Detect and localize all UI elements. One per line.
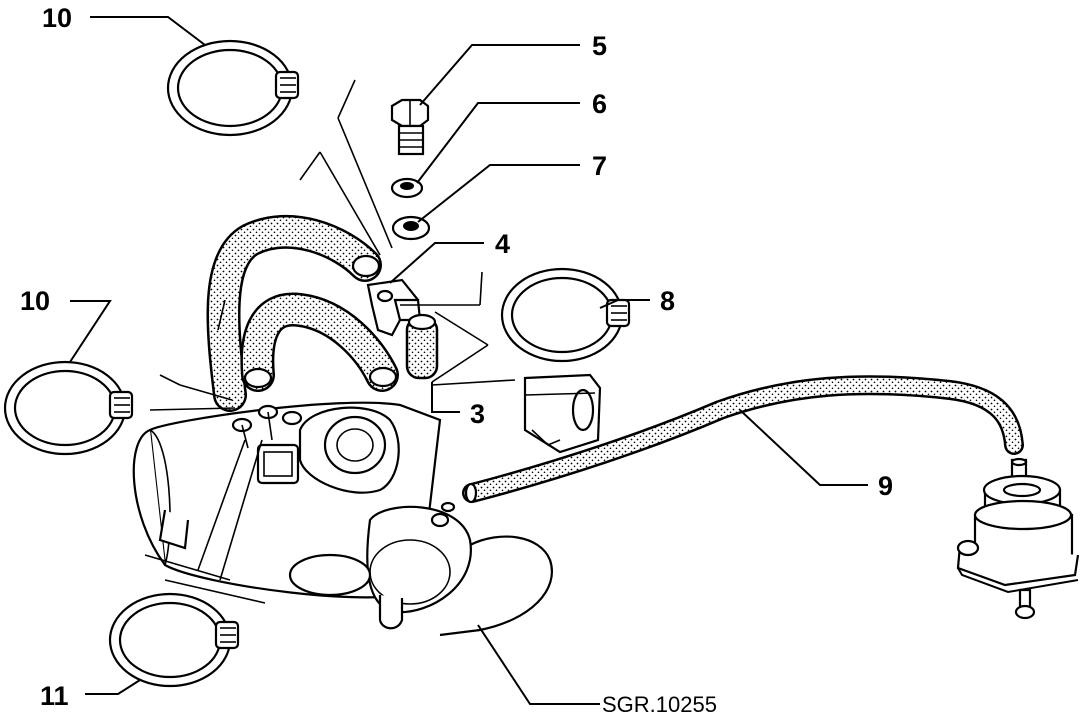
hose-middle-curved [240,292,399,392]
hose-long [462,375,1024,504]
washer-large [391,215,431,241]
callout-10-left: 10 [20,286,50,316]
callout-5: 5 [592,31,607,61]
hose-clamp-top [166,39,300,137]
callout-11: 11 [40,681,69,711]
pressure-regulator [956,457,1080,620]
callout-4: 4 [495,229,510,259]
callout-10-top: 10 [42,3,72,33]
drawing-code: SGR.10255 [602,692,717,714]
assembly-guide-lines [144,79,516,604]
hose-upper-curved [206,214,382,412]
throttle-body-assembly [132,373,602,637]
hose-clamp-left [3,360,134,456]
washer-small [390,177,424,199]
leader-lines [69,16,868,705]
callout-3: 3 [470,399,485,429]
hose-short [405,313,439,380]
hose-clamp-bottom [108,592,240,688]
callout-9: 9 [878,471,893,501]
callout-8: 8 [660,286,675,316]
callout-7: 7 [592,151,607,181]
callout-6: 6 [592,89,607,119]
hose-clamp-right [500,267,631,363]
bolt [390,98,430,156]
